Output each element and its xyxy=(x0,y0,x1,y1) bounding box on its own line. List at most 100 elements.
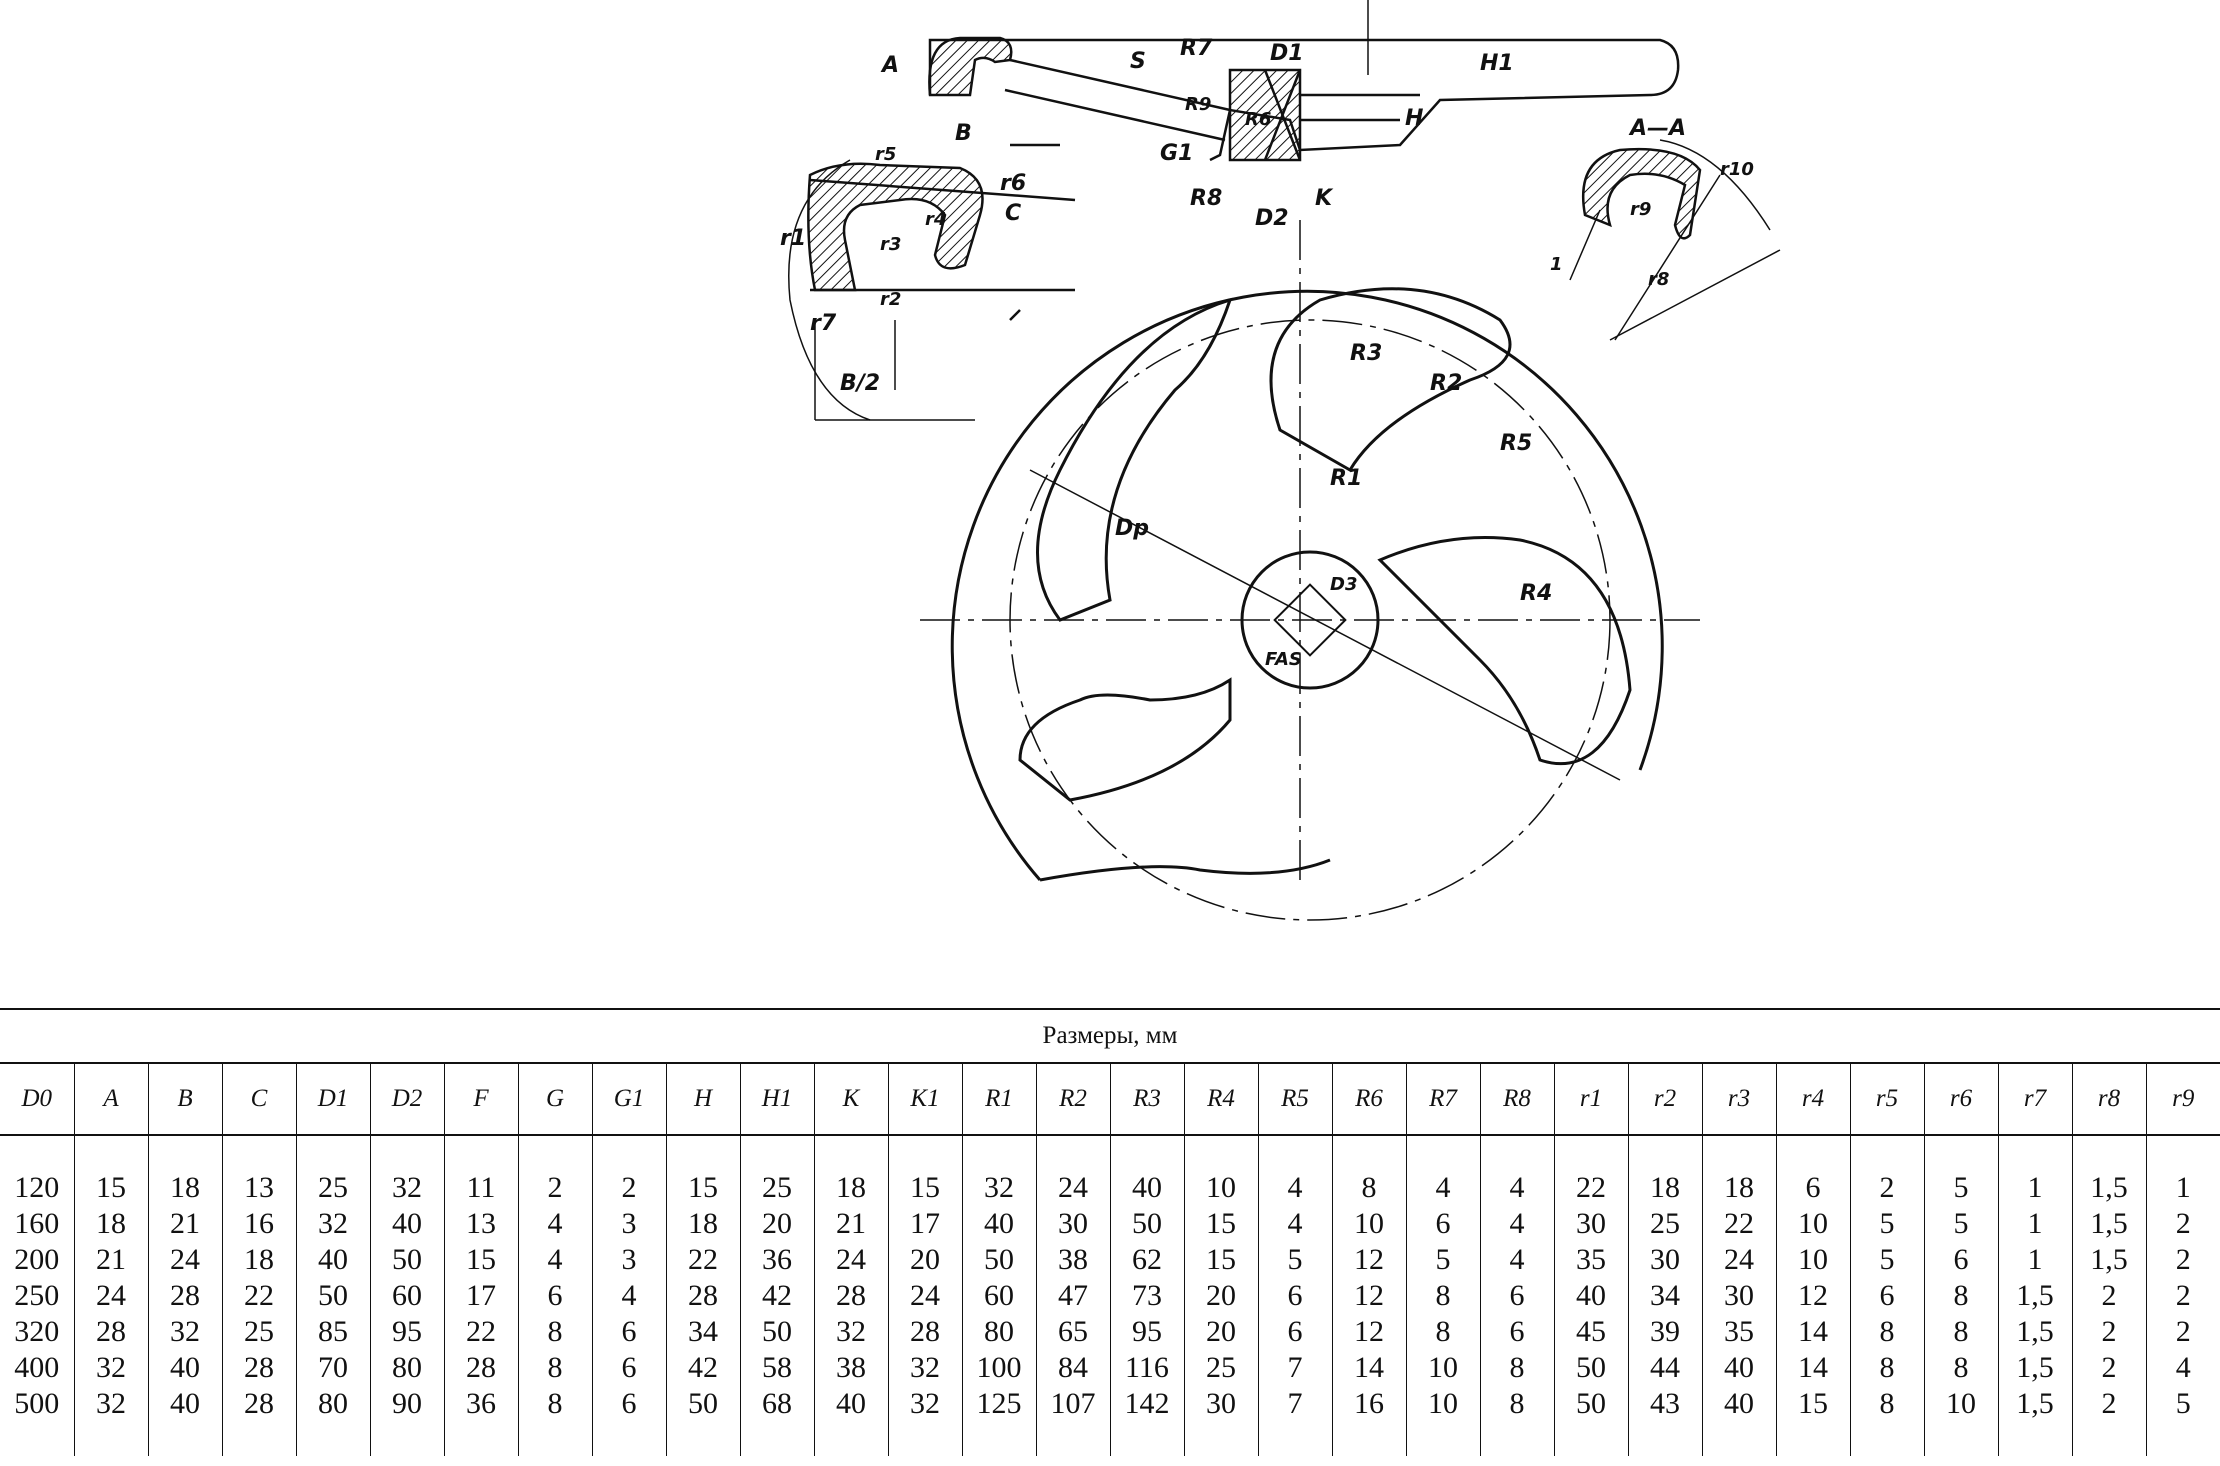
table-cell: 20 xyxy=(887,1242,962,1278)
spacer-cell xyxy=(1331,1135,1406,1170)
column-header: r8 xyxy=(2071,1063,2146,1136)
table-cell: 15 xyxy=(1183,1242,1258,1278)
spacer-cell xyxy=(517,1135,592,1170)
spacer-cell xyxy=(517,1422,592,1456)
table-cell: 28 xyxy=(813,1278,888,1314)
table-cell: 8 xyxy=(1923,1278,1998,1314)
table-cell: 15 xyxy=(73,1170,148,1206)
table-cell: 200 xyxy=(14,1243,60,1276)
table-cell: 40 xyxy=(1701,1350,1776,1386)
table-cell: 22 xyxy=(1553,1170,1628,1206)
table-cell: 65 xyxy=(1035,1314,1110,1350)
spacer-cell xyxy=(1627,1422,1702,1456)
table-cell: 6 xyxy=(1775,1170,1850,1206)
spacer-cell xyxy=(1553,1422,1628,1456)
column-header: A xyxy=(73,1063,148,1136)
spacer-cell xyxy=(1035,1422,1110,1456)
table-cell: 2 xyxy=(2145,1242,2220,1278)
column-header: R6 xyxy=(1331,1063,1406,1136)
table-cell: 24 xyxy=(1701,1242,1776,1278)
spacer-cell xyxy=(665,1422,740,1456)
spacer-cell xyxy=(1775,1422,1850,1456)
label-r7: r7 xyxy=(810,311,837,336)
table-cell: 28 xyxy=(73,1314,148,1350)
table-cell: 400 xyxy=(14,1351,60,1384)
table-cell: 47 xyxy=(1035,1278,1110,1314)
table-cell: 50 xyxy=(1109,1206,1184,1242)
table-cell: 120 xyxy=(14,1171,60,1204)
table-cell: 6 xyxy=(1479,1314,1554,1350)
table-cell: 30 xyxy=(1553,1206,1628,1242)
table-spacer-row xyxy=(0,1135,2220,1170)
table-cell: 5 xyxy=(1923,1206,1998,1242)
table-cell: 13 xyxy=(221,1170,296,1206)
label-A: A xyxy=(880,53,899,78)
spacer-cell xyxy=(443,1135,518,1170)
label-R3: R3 xyxy=(1350,341,1382,366)
spacer-cell xyxy=(665,1135,740,1170)
table-cell: 6 xyxy=(591,1350,666,1386)
table-cell: 14 xyxy=(1775,1350,1850,1386)
table-cell: 10 xyxy=(1331,1206,1406,1242)
column-header: F xyxy=(443,1063,518,1136)
table-cell: 50 xyxy=(369,1242,444,1278)
table-cell: 500 xyxy=(14,1387,60,1420)
table-cell: 116 xyxy=(1109,1350,1184,1386)
spacer-cell xyxy=(369,1422,444,1456)
spacer-cell xyxy=(2071,1422,2146,1456)
spacer-cell xyxy=(1405,1422,1480,1456)
spacer-cell xyxy=(961,1135,1036,1170)
table-cell: 8 xyxy=(1405,1314,1480,1350)
table-cell: 8 xyxy=(1479,1350,1554,1386)
table-cell: 7 xyxy=(1257,1386,1332,1422)
spacer-cell xyxy=(1109,1135,1184,1170)
table-cell: 2 xyxy=(1849,1170,1924,1206)
column-header: r7 xyxy=(1997,1063,2072,1136)
column-header: R1 xyxy=(961,1063,1036,1136)
table-cell: 10 xyxy=(1775,1242,1850,1278)
section-aa-view xyxy=(1569,139,1781,341)
spacer-cell xyxy=(1109,1422,1184,1456)
table-cell: 90 xyxy=(369,1386,444,1422)
column-header: r9 xyxy=(2145,1063,2220,1136)
table-cell: 30 xyxy=(1701,1278,1776,1314)
table-cell: 34 xyxy=(665,1314,740,1350)
table-cell: 1,5 xyxy=(1997,1386,2072,1422)
rim-section-view xyxy=(788,143,1076,421)
spacer-cell xyxy=(1479,1135,1554,1170)
table-cell: 35 xyxy=(1553,1242,1628,1278)
spacer-cell xyxy=(739,1422,814,1456)
table-cell: 100 xyxy=(961,1350,1036,1386)
table-cell: 15 xyxy=(1183,1206,1258,1242)
table-cell: 11 xyxy=(443,1170,518,1206)
table-cell: 1 xyxy=(2145,1170,2220,1206)
spacer-cell xyxy=(1997,1135,2072,1170)
label-R5: R5 xyxy=(1500,431,1532,456)
table-cell: 6 xyxy=(1257,1278,1332,1314)
table-cell: 18 xyxy=(73,1206,148,1242)
table-cell: 25 xyxy=(295,1170,370,1206)
table-cell: 8 xyxy=(1923,1350,1998,1386)
table-cell: 40 xyxy=(147,1350,222,1386)
table-cell: 16 xyxy=(1331,1386,1406,1422)
spacer-cell xyxy=(1257,1135,1332,1170)
table-cell: 24 xyxy=(1035,1170,1110,1206)
table-cell: 28 xyxy=(147,1278,222,1314)
table-cell: 8 xyxy=(1405,1278,1480,1314)
column-header: B xyxy=(147,1063,222,1136)
table-cell: 28 xyxy=(887,1314,962,1350)
spacer-cell xyxy=(0,1422,74,1456)
column-header: K xyxy=(813,1063,888,1136)
table-cell: 6 xyxy=(1849,1278,1924,1314)
table-cell: 6 xyxy=(1479,1278,1554,1314)
table-cell: 2 xyxy=(2071,1278,2146,1314)
table-cell: 20 xyxy=(1183,1314,1258,1350)
spacer-cell xyxy=(1701,1135,1776,1170)
table-cell: 25 xyxy=(739,1170,814,1206)
table-cell: 4 xyxy=(1479,1170,1554,1206)
label-FAS: FAS xyxy=(1265,649,1302,670)
spacer-cell xyxy=(1997,1422,2072,1456)
table-cell: 4 xyxy=(591,1278,666,1314)
table-cell: 5 xyxy=(1849,1206,1924,1242)
